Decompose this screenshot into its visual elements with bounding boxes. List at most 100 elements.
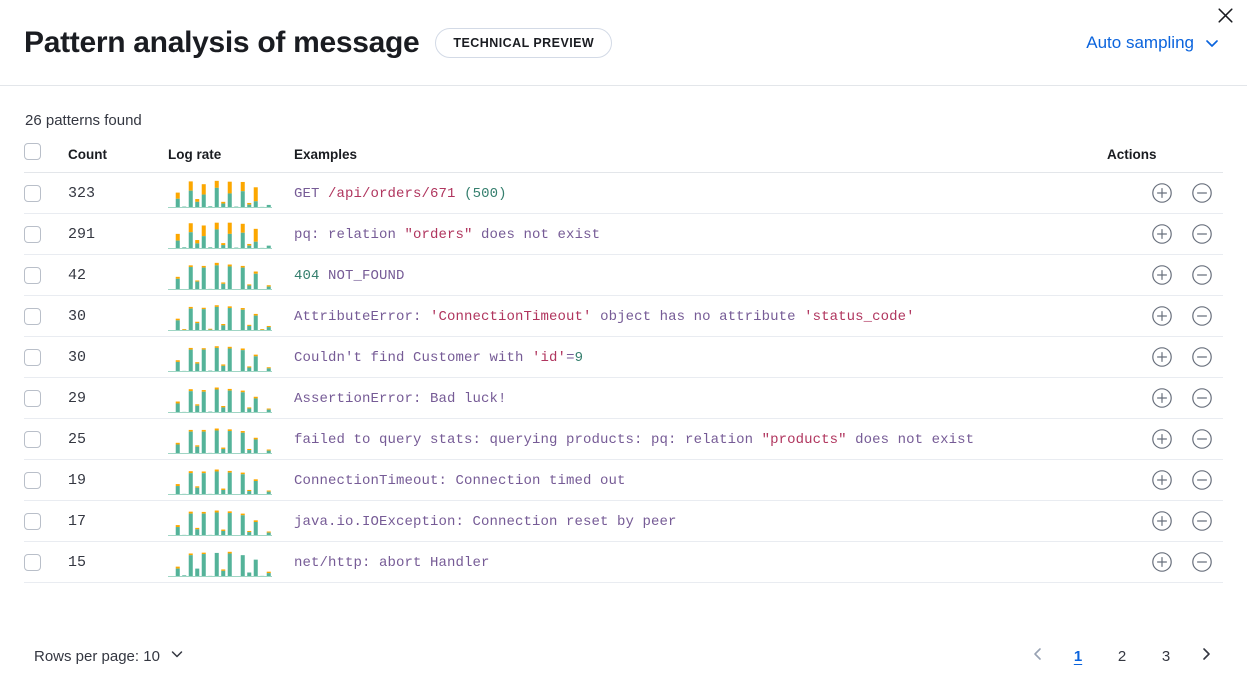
count-value: 15 [68, 554, 87, 571]
minus-in-circle-icon[interactable] [1191, 182, 1213, 204]
table-row[interactable]: 25 failed to query stats: querying produc… [24, 418, 1223, 460]
row-count-cell: 19 [68, 459, 168, 501]
row-checkbox[interactable] [24, 512, 41, 530]
row-checkbox[interactable] [24, 266, 41, 284]
page-number-3[interactable]: 3 [1161, 647, 1171, 665]
plus-in-circle-icon[interactable] [1151, 264, 1173, 286]
flyout-body: 26 patterns found Count Log rate Example… [0, 86, 1247, 583]
row-log-rate-cell [168, 418, 294, 460]
row-actions-cell [1107, 541, 1223, 583]
column-header-examples[interactable]: Examples [294, 143, 1107, 173]
row-log-rate-cell [168, 254, 294, 296]
row-count-cell: 25 [68, 418, 168, 460]
row-count-cell: 15 [68, 541, 168, 583]
row-log-rate-cell [168, 500, 294, 542]
plus-in-circle-icon[interactable] [1151, 428, 1173, 450]
example-text: failed to query stats: querying products… [294, 432, 974, 448]
row-count-cell: 30 [68, 295, 168, 337]
rows-per-page-selector[interactable]: Rows per page: 10 [34, 646, 185, 666]
column-header-log-rate[interactable]: Log rate [168, 143, 294, 173]
example-text: 404 NOT_FOUND [294, 268, 405, 284]
example-token: AssertionError: Bad luck! [294, 391, 507, 407]
previous-page-button[interactable] [1023, 641, 1053, 671]
table-row[interactable]: 19 ConnectionTimeout: Connection timed ou… [24, 459, 1223, 501]
minus-in-circle-icon[interactable] [1191, 264, 1213, 286]
plus-in-circle-icon[interactable] [1151, 387, 1173, 409]
plus-in-circle-icon[interactable] [1151, 469, 1173, 491]
chevron-down-icon [1203, 34, 1221, 52]
row-checkbox[interactable] [24, 225, 41, 243]
auto-sampling-dropdown[interactable]: Auto sampling [1086, 33, 1221, 53]
example-token: 'id' [532, 350, 567, 366]
row-checkbox[interactable] [24, 348, 41, 366]
count-value: 30 [68, 308, 87, 325]
row-checkbox[interactable] [24, 553, 41, 571]
example-token: does not exist [472, 227, 601, 243]
minus-in-circle-icon[interactable] [1191, 428, 1213, 450]
example-token: /api/orders/671 [328, 186, 456, 202]
technical-preview-badge: TECHNICAL PREVIEW [435, 27, 613, 58]
row-checkbox[interactable] [24, 430, 41, 448]
close-button[interactable] [1211, 4, 1239, 32]
select-all-header [24, 143, 68, 173]
row-log-rate-cell [168, 541, 294, 583]
table-header: Count Log rate Examples Actions [24, 143, 1223, 173]
row-select-cell [24, 254, 68, 296]
next-page-button[interactable] [1191, 641, 1221, 671]
plus-in-circle-icon[interactable] [1151, 182, 1173, 204]
row-checkbox[interactable] [24, 307, 41, 325]
row-log-rate-cell [168, 377, 294, 419]
row-select-cell [24, 500, 68, 542]
plus-in-circle-icon[interactable] [1151, 551, 1173, 573]
row-select-cell [24, 213, 68, 255]
example-token: Couldn't find Customer with [294, 350, 533, 366]
plus-in-circle-icon[interactable] [1151, 346, 1173, 368]
page-title: Pattern analysis of message [24, 26, 420, 59]
row-actions-cell [1107, 213, 1223, 255]
row-select-cell [24, 295, 68, 337]
minus-in-circle-icon[interactable] [1191, 469, 1213, 491]
row-checkbox[interactable] [24, 471, 41, 489]
log-rate-sparkline [168, 342, 294, 372]
minus-in-circle-icon[interactable] [1191, 305, 1213, 327]
row-checkbox[interactable] [24, 184, 41, 202]
close-icon [1217, 7, 1234, 29]
table-row[interactable]: 291 pq: relation "orders" does not exist [24, 213, 1223, 255]
page-number-1[interactable]: 1 [1073, 647, 1083, 665]
select-all-checkbox[interactable] [24, 143, 41, 160]
minus-in-circle-icon[interactable] [1191, 510, 1213, 532]
pagination: 1 2 3 [1023, 641, 1221, 671]
plus-in-circle-icon[interactable] [1151, 510, 1173, 532]
column-header-count[interactable]: Count [68, 143, 168, 173]
example-token: GET [294, 186, 329, 202]
example-token: "products" [761, 432, 847, 448]
count-value: 30 [68, 349, 87, 366]
plus-in-circle-icon[interactable] [1151, 223, 1173, 245]
log-rate-sparkline [168, 219, 294, 249]
row-log-rate-cell [168, 172, 294, 214]
row-example-cell: GET /api/orders/671 (500) [294, 172, 1107, 214]
chevron-down-icon [169, 646, 185, 666]
example-token: ConnectionTimeout: Connection timed out [294, 473, 626, 489]
example-token [456, 186, 465, 202]
page-number-2[interactable]: 2 [1117, 647, 1127, 665]
row-example-cell: ConnectionTimeout: Connection timed out [294, 459, 1107, 501]
count-value: 291 [68, 226, 96, 243]
plus-in-circle-icon[interactable] [1151, 305, 1173, 327]
log-rate-sparkline [168, 260, 294, 290]
row-checkbox[interactable] [24, 389, 41, 407]
minus-in-circle-icon[interactable] [1191, 346, 1213, 368]
row-log-rate-cell [168, 295, 294, 337]
example-text: pq: relation "orders" does not exist [294, 227, 600, 243]
minus-in-circle-icon[interactable] [1191, 223, 1213, 245]
minus-in-circle-icon[interactable] [1191, 387, 1213, 409]
minus-in-circle-icon[interactable] [1191, 551, 1213, 573]
